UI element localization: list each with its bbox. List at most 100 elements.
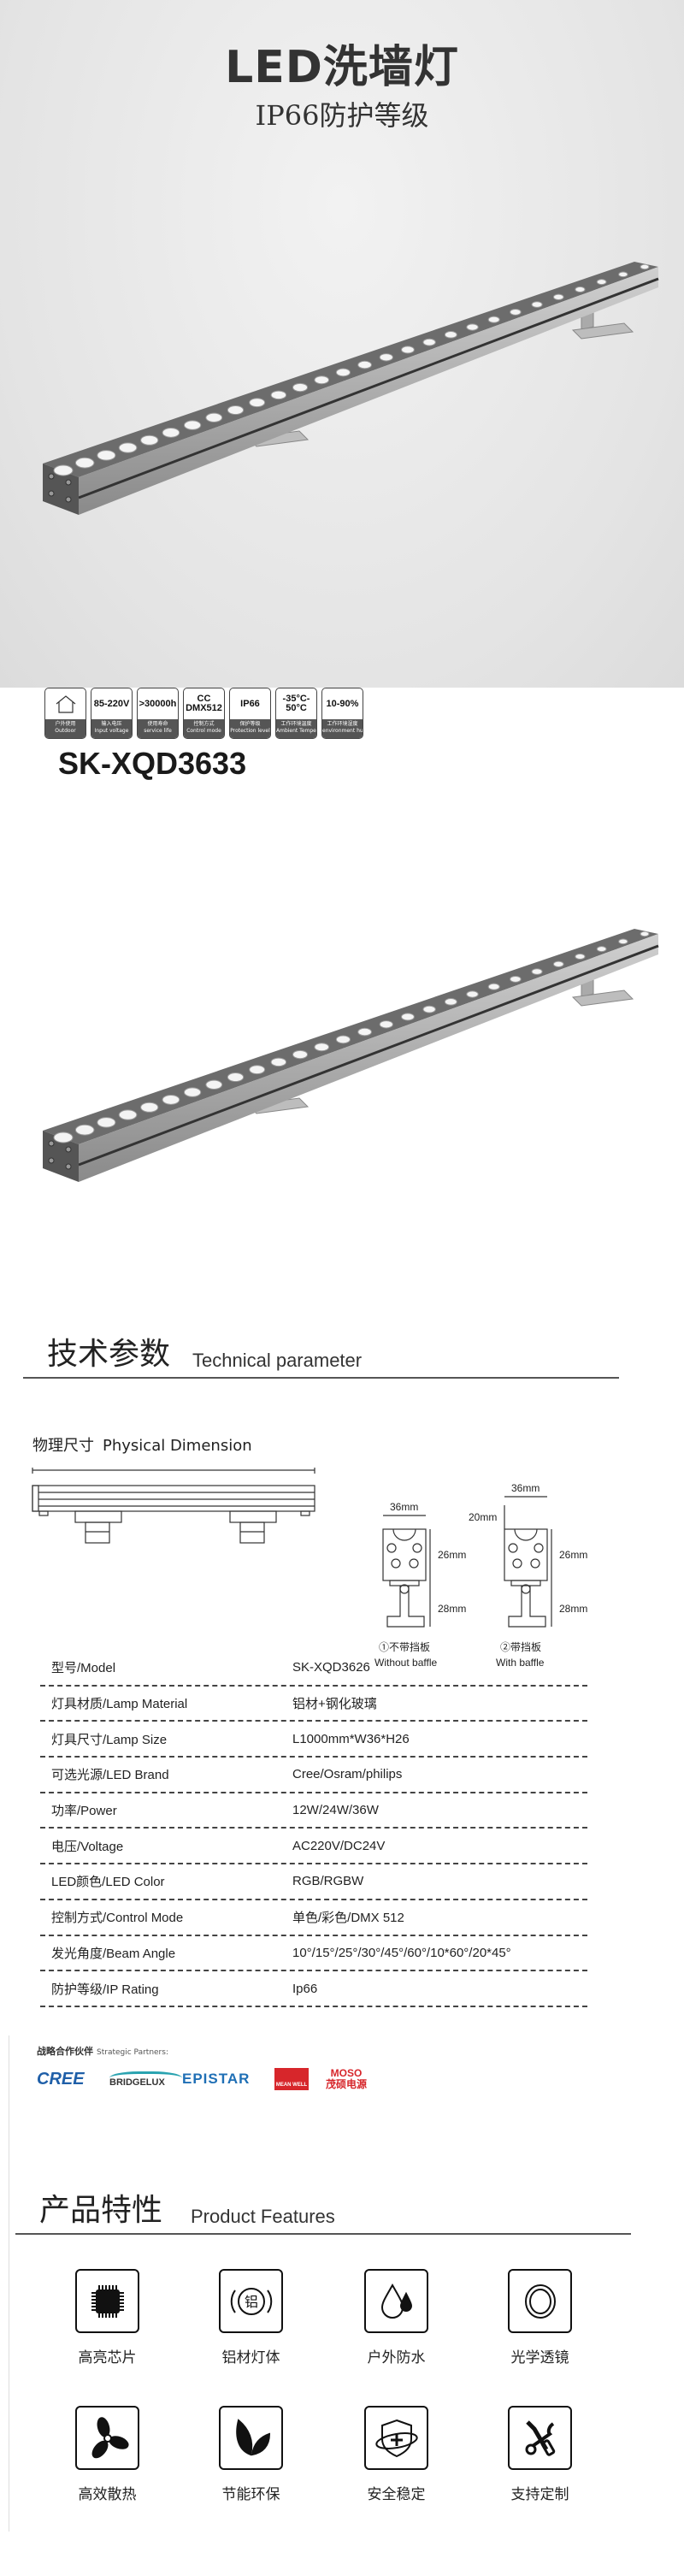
variant-label-zh: ②带挡板	[500, 1641, 541, 1653]
chip-icon	[91, 2284, 124, 2318]
badge-caption-en: Ambient Temperature	[276, 728, 316, 734]
spec-value: 12W/24W/36W	[292, 1803, 379, 1818]
badge-value: 85-220V	[91, 688, 132, 719]
led-lens	[401, 1013, 415, 1021]
led-lens	[97, 450, 116, 461]
badge-value: -35°C-50°C	[276, 688, 316, 719]
hero-banner	[0, 0, 684, 688]
dim-height-bottom: 28mm	[438, 1603, 466, 1615]
led-lens	[487, 316, 500, 323]
led-lens	[314, 1043, 330, 1052]
led-lens	[314, 375, 330, 385]
aluminum-glyph: 铝	[244, 2294, 257, 2310]
lamp-side-face	[79, 934, 658, 1182]
feature-chip: 高亮芯片	[75, 2269, 139, 2366]
led-lens	[162, 428, 180, 438]
led-lens	[379, 353, 393, 362]
feature-label: 光学透镜	[510, 2349, 569, 2366]
badge-caption-zh: 保护等级	[239, 721, 261, 727]
led-lens	[270, 1057, 287, 1067]
logo-subtext: 茂硕电源	[326, 2078, 368, 2090]
dim-height-bottom: 28mm	[559, 1603, 587, 1615]
led-lens	[596, 279, 607, 286]
logo-text: CREE	[37, 2069, 85, 2089]
led-lens	[74, 457, 95, 469]
spec-key: 电压/Voltage	[51, 1839, 124, 1854]
spec-value: 铝材+钢化玻璃	[292, 1697, 377, 1712]
screw-icon	[65, 496, 72, 503]
partner-logo-epistar: EPISTAR	[182, 2071, 274, 2088]
led-lens	[640, 263, 650, 270]
spec-value: L1000mm*W36*H26	[292, 1731, 410, 1746]
dim-width: 36mm	[511, 1482, 540, 1494]
partner-logo-bridgelux: BRIDGELUX	[109, 2071, 182, 2088]
led-lens	[227, 1072, 245, 1083]
tools-icon	[525, 2419, 555, 2456]
aluminum-icon: 铝	[230, 2287, 272, 2315]
badge-value: >30000h	[138, 688, 178, 719]
led-lens	[335, 368, 351, 377]
led-lens	[422, 338, 436, 346]
spec-key: LED颜色/LED Color	[51, 1875, 165, 1890]
spec-row: 控制方式/Control Mode 单色/彩色/DMX 512	[40, 1900, 587, 1936]
screw-icon	[48, 473, 55, 480]
led-lens	[575, 286, 586, 293]
spec-key: 控制方式/Control Mode	[51, 1911, 184, 1926]
variant-label-en: Without baffle	[374, 1657, 437, 1669]
partner-logo-mean-well: MEAN WELL	[274, 2068, 309, 2090]
feature-icon-box	[75, 2269, 139, 2333]
dim-baffle: 20mm	[469, 1511, 497, 1523]
badge-caption-en: Outdoor	[55, 728, 76, 734]
side-view-drawing	[32, 1468, 315, 1544]
variant-label-zh: ①不带挡板	[379, 1641, 430, 1653]
dim-height-top: 26mm	[559, 1549, 587, 1561]
badge-caption-zh: 户外使用	[55, 721, 76, 727]
feature-icon-box	[364, 2406, 428, 2470]
led-lens	[575, 953, 586, 960]
feature-icon-box	[75, 2406, 139, 2470]
spec-value: 单色/彩色/DMX 512	[292, 1911, 404, 1926]
feature-icon-box	[508, 2269, 572, 2333]
logo-text: MOSO	[330, 2067, 363, 2079]
badge-top-text: -35°C-50°C	[282, 694, 310, 713]
tech-title-en: Technical parameter	[192, 1350, 363, 1371]
led-lens	[162, 1095, 180, 1105]
badge-top-text: >30000h	[139, 698, 177, 709]
led-lens	[53, 464, 74, 476]
fan-icon	[91, 2416, 129, 2458]
lamp-groove	[78, 944, 659, 1167]
lamp-groove	[78, 277, 659, 499]
led-lens	[466, 990, 479, 998]
tech-section-header: 技术参数 Technical parameter	[23, 1336, 619, 1379]
hero-subtitle: IP66防护等级	[255, 99, 429, 132]
features-title-zh: 产品特性	[39, 2193, 163, 2228]
spec-key: 功率/Power	[51, 1804, 117, 1819]
badge-caption-en: Protection level	[230, 728, 270, 734]
led-lens	[205, 1079, 223, 1090]
feature-icon-box: 铝	[219, 2269, 283, 2333]
feature-label: 支持定制	[510, 2486, 569, 2503]
physical-en: Physical Dimension	[103, 1437, 252, 1455]
screw-icon	[48, 490, 55, 497]
feature-label: 高效散热	[78, 2486, 137, 2503]
led-lens	[552, 960, 564, 967]
led-lens	[552, 293, 564, 300]
led-lens	[227, 405, 245, 416]
screw-icon	[65, 1163, 72, 1170]
mount-base	[571, 322, 634, 340]
led-lens	[357, 1027, 372, 1037]
feature-tools: 支持定制	[508, 2406, 572, 2503]
led-lens	[118, 442, 138, 453]
